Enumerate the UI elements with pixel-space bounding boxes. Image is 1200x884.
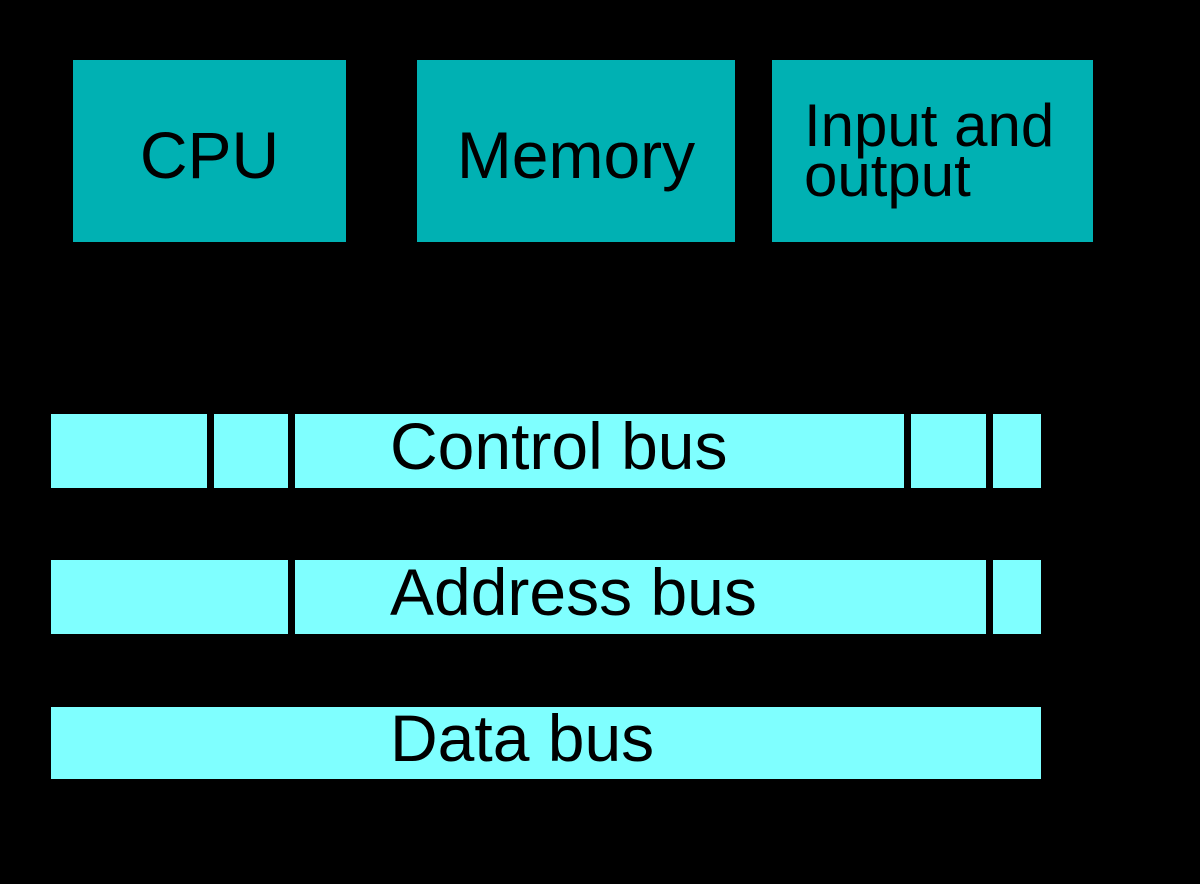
input-output-label-line2: output [804, 142, 971, 209]
input-output-label-line1: Input and [804, 92, 1055, 159]
memory-box: Memory [417, 60, 735, 242]
cpu-box: CPU [73, 60, 346, 242]
control-bus-label: Control bus [390, 409, 728, 483]
input-output-box: Input and output [772, 60, 1093, 242]
connector-line-gap [986, 414, 993, 488]
data-bus-label: Data bus [390, 701, 655, 775]
address-bus-label: Address bus [390, 555, 757, 629]
address-bus-bar: Address bus [51, 559, 1041, 634]
connector-line-gap [207, 414, 214, 488]
connector-line-gap [288, 414, 295, 488]
connector-line-gap [904, 414, 911, 488]
data-bus-bar: Data bus [51, 705, 1041, 779]
connector-line-gap [288, 560, 295, 634]
control-bus-bar: Control bus [51, 413, 1041, 488]
memory-label: Memory [456, 118, 696, 192]
cpu-label: CPU [139, 118, 280, 192]
connector-line-gap [986, 560, 993, 634]
